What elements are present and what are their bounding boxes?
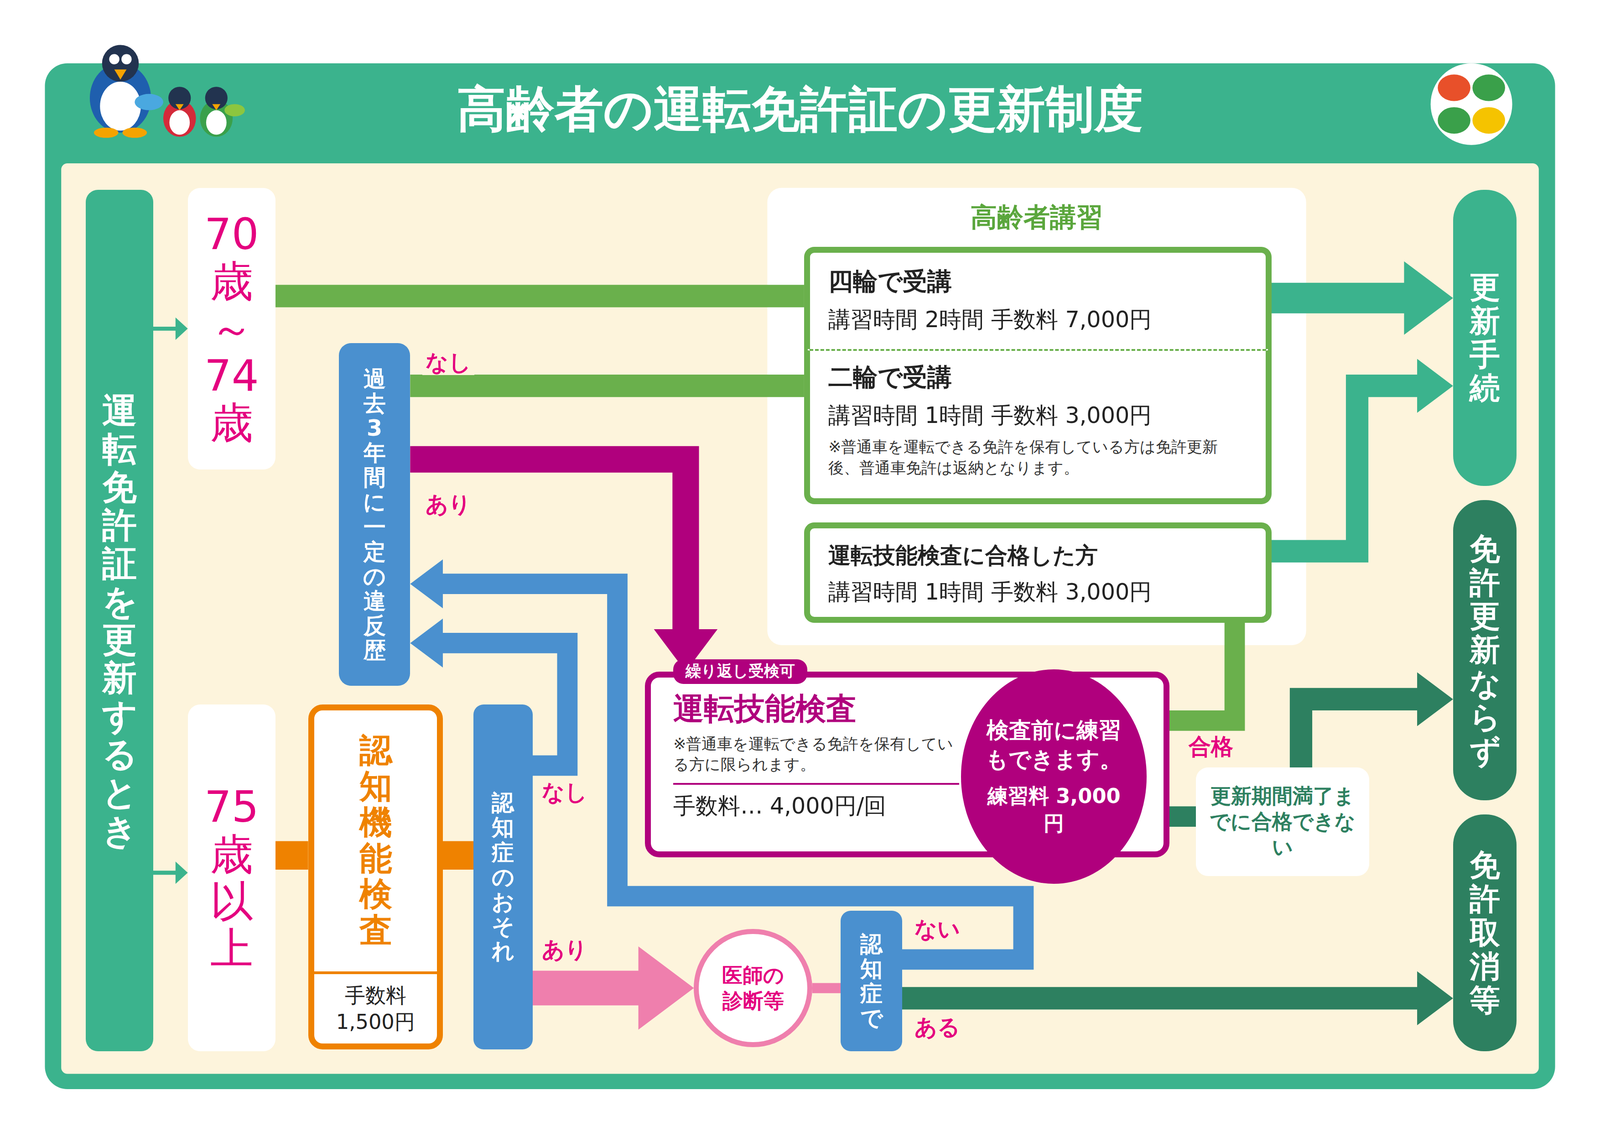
result-band: 免許取消等 bbox=[1453, 814, 1517, 1051]
node-text: 免許取消等 bbox=[1469, 848, 1501, 1017]
result-band: 更新手続 bbox=[1453, 189, 1517, 486]
diagnosis-circle: 医師の診断等 bbox=[693, 928, 813, 1048]
connector bbox=[153, 861, 188, 884]
node-text: 高齢者講習 bbox=[767, 199, 1306, 236]
node-text: 繰り返し受検可 bbox=[673, 659, 808, 684]
connector-line bbox=[275, 284, 805, 307]
node-subtext: 手数料 1,500円 bbox=[314, 971, 437, 1044]
connector-line bbox=[1271, 282, 1406, 314]
arrow-head bbox=[638, 945, 695, 1030]
connector-line bbox=[1300, 698, 1419, 768]
node-subtext: 運転技能検査 bbox=[673, 687, 960, 730]
connector bbox=[410, 385, 805, 387]
node-text: 免許更新ならず bbox=[1469, 532, 1501, 769]
node-text: 認知症で bbox=[860, 931, 883, 1031]
node-subtext: 手数料… 4,000円/回 bbox=[673, 782, 960, 821]
course-box: 運転技能検査に合格した方講習時間 1時間 手数料 3,000円 bbox=[804, 522, 1272, 623]
node-subtext: ※普通車を運転できる免許を保有している方に限られます。 bbox=[673, 733, 960, 775]
arrow-head bbox=[175, 317, 188, 340]
arrow-head bbox=[1417, 671, 1454, 726]
node-text: 検査前に練習もできます。 bbox=[977, 715, 1131, 775]
arrow-head bbox=[1417, 971, 1454, 1025]
node-subtext: 講習時間 1時間 手数料 3,000円 bbox=[828, 400, 1247, 431]
edge-label: あり bbox=[422, 491, 474, 517]
connector-line bbox=[153, 326, 177, 331]
connector bbox=[442, 854, 474, 856]
node-text: 認知機能検査 bbox=[359, 724, 393, 957]
arrow-head bbox=[1417, 358, 1454, 413]
course-box: 四輪で受講講習時間 2時間 手数料 7,000円 bbox=[804, 246, 1272, 349]
connector-line bbox=[1169, 805, 1196, 827]
node-text: 認知症のおそれ bbox=[491, 789, 515, 963]
node-text: 75歳以上 bbox=[203, 783, 260, 972]
node-text: 更新期間満了までに合格できない bbox=[1205, 783, 1360, 860]
practice-circle: 検査前に練習もできます。練習料 3,000円 bbox=[961, 669, 1147, 884]
age-box: 70歳～74歳 bbox=[187, 187, 276, 470]
arrow-head bbox=[175, 861, 188, 884]
connector bbox=[1169, 815, 1196, 817]
arrow-head bbox=[410, 618, 443, 668]
cream-ground bbox=[61, 163, 1539, 1074]
node-text: 四輪で受講 bbox=[828, 264, 1247, 299]
edge-label: なし bbox=[422, 349, 474, 375]
connector bbox=[275, 854, 309, 856]
course-box: 二輪で受講講習時間 1時間 手数料 3,000円 ※普通車を運転できる免許を保有し… bbox=[804, 348, 1272, 504]
lecture-panel: 高齢者講習四輪で受講講習時間 2時間 手数料 7,000円二輪で受講講習時間 1… bbox=[767, 187, 1306, 645]
node-text: 過去3年間に一定の違反歴 bbox=[363, 366, 386, 663]
connector-line bbox=[442, 840, 474, 870]
start-band: 運転免許証を更新するとき bbox=[85, 189, 154, 1051]
test-box: 認知機能検査手数料 1,500円 bbox=[308, 704, 443, 1050]
connector-line bbox=[153, 870, 177, 875]
node-text: 運転技能検査に合格した方 bbox=[828, 540, 1247, 571]
condition-box: 認知症で bbox=[840, 910, 902, 1052]
node-subtext: 講習時間 2時間 手数料 7,000円 bbox=[828, 304, 1247, 335]
result-band: 免許更新ならず bbox=[1453, 499, 1517, 800]
lecture-panel bbox=[767, 187, 1306, 645]
connector-line bbox=[812, 982, 842, 993]
test-box: 繰り返し受検可運転技能検査※普通車を運転できる免許を保有している方に限られます。… bbox=[644, 671, 1170, 858]
title: 高齢者の運転免許証の更新制度 bbox=[0, 79, 1600, 139]
edge-label: 合格 bbox=[1185, 733, 1237, 759]
age-box: 75歳以上 bbox=[187, 704, 276, 1052]
outer-frame bbox=[44, 63, 1555, 1089]
condition-box: 認知症のおそれ bbox=[473, 704, 533, 1050]
connector-line bbox=[410, 374, 805, 397]
connector bbox=[812, 987, 842, 988]
connector-line bbox=[1169, 622, 1235, 721]
connector-line bbox=[410, 459, 686, 630]
mascots bbox=[89, 44, 245, 138]
edge-label: あり bbox=[538, 936, 591, 962]
connector bbox=[1271, 358, 1454, 551]
connector bbox=[1169, 622, 1235, 721]
connector bbox=[902, 971, 1454, 1025]
condition-box: 過去3年間に一定の違反歴 bbox=[338, 342, 411, 686]
node-text: 更新手続 bbox=[1469, 270, 1501, 406]
connector-line bbox=[1271, 385, 1419, 551]
node-text: 医師の診断等 bbox=[719, 962, 787, 1014]
arrow-head bbox=[410, 559, 443, 608]
edge-label: なし bbox=[538, 779, 591, 805]
node-text: 二輪で受講 bbox=[828, 360, 1247, 395]
city-logo bbox=[1430, 63, 1513, 146]
connector bbox=[275, 295, 805, 297]
connector bbox=[1271, 261, 1454, 335]
connector-line bbox=[532, 970, 640, 1006]
note-box: 更新期間満了までに合格できない bbox=[1195, 767, 1370, 876]
node-text: 運転免許証を更新するとき bbox=[102, 391, 137, 850]
node-subtext: 練習料 3,000円 bbox=[977, 782, 1131, 837]
node-text: 70歳～74歳 bbox=[203, 210, 260, 447]
edge-label: ない bbox=[911, 916, 963, 941]
connector-line bbox=[275, 840, 309, 870]
connector bbox=[1300, 671, 1453, 768]
edge-label: ある bbox=[911, 1014, 963, 1039]
node-subtext: ※普通車を運転できる免許を保有している方は免許更新後、普通車免許は返納となります… bbox=[828, 436, 1247, 478]
connector bbox=[153, 317, 188, 340]
node-subtext: 講習時間 1時間 手数料 3,000円 bbox=[828, 576, 1247, 608]
arrow-head bbox=[1403, 261, 1453, 335]
connector-line bbox=[902, 986, 1419, 1009]
